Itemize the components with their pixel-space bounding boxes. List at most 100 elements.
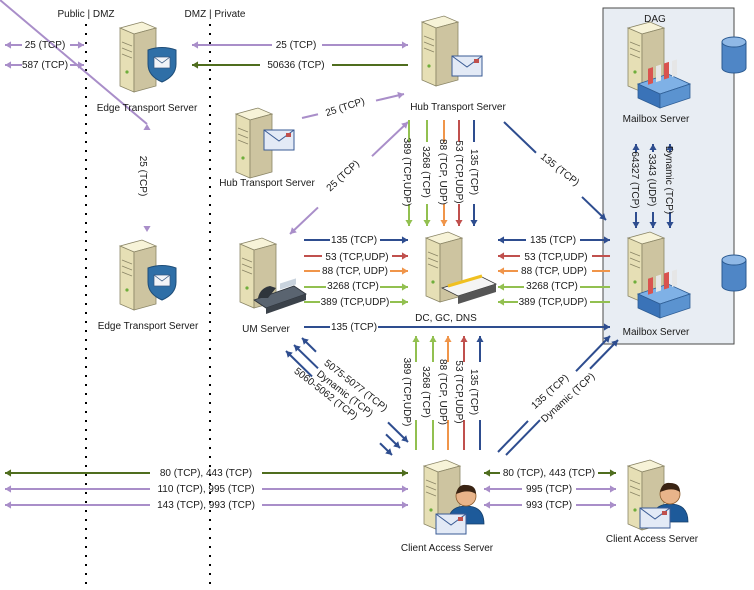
- arrow-head: [599, 213, 606, 220]
- database-icon: [721, 254, 747, 292]
- connection-line: [505, 419, 541, 456]
- connection-arrows: [0, 0, 674, 509]
- arrow-head: [143, 124, 151, 131]
- port-label: 25 (TCP): [324, 96, 366, 119]
- port-label: 25 (TCP): [325, 158, 362, 194]
- arrow-head: [405, 219, 413, 226]
- arrow-head: [460, 336, 468, 343]
- arrow-head: [385, 448, 392, 455]
- arrow-head: [401, 122, 408, 129]
- connection-line: [589, 339, 619, 370]
- port-label: 135 (TCP): [331, 322, 377, 333]
- arrow-head: [5, 501, 12, 509]
- arrow-head: [401, 298, 408, 306]
- client-access-server: [423, 459, 485, 535]
- arrow-head: [444, 336, 452, 343]
- port-label: 143 (TCP), 993 (TCP): [157, 500, 255, 511]
- arrow-head: [440, 219, 448, 226]
- arrow-head: [609, 469, 616, 477]
- dag-label: DAG: [644, 14, 666, 25]
- port-label: 88 (TCP, UDP): [437, 359, 448, 425]
- connection-line: [0, 0, 148, 125]
- port-label: 53 (TCP,UDP): [325, 252, 388, 263]
- connection-line: [497, 420, 529, 453]
- arrow-head: [393, 441, 400, 448]
- client-access-server-right-label: Client Access Server: [606, 534, 699, 545]
- arrow-head: [666, 144, 674, 151]
- port-label: 53 (TCP,UDP): [453, 360, 464, 423]
- connection-line: [575, 335, 611, 372]
- arrow-head: [5, 485, 12, 493]
- port-label: 3268 (TCP): [526, 281, 578, 292]
- arrow-head: [77, 41, 84, 49]
- arrow-head: [632, 221, 640, 228]
- port-label: 135 (TCP): [331, 235, 377, 246]
- arrow-head: [603, 323, 610, 331]
- arrow-head: [649, 144, 657, 151]
- port-label: 389 (TCP,UDP): [519, 297, 588, 308]
- port-label: 135 (TCP): [468, 369, 479, 415]
- port-label: 3268 (TCP): [420, 366, 431, 418]
- hub-transport-server-left-label: Hub Transport Server: [219, 178, 315, 189]
- mailbox-server-2-label: Mailbox Server: [623, 327, 690, 338]
- arrow-head: [423, 219, 431, 226]
- arrow-head: [401, 469, 408, 477]
- arrow-head: [143, 225, 151, 232]
- dc-gc-dns-server: [425, 231, 498, 306]
- zone-label-dmz-private: DMZ | Private: [185, 9, 246, 20]
- port-label: Dynamic (TCP): [663, 146, 674, 214]
- arrow-head: [666, 221, 674, 228]
- port-label: 3343 (UDP): [646, 154, 657, 207]
- arrow-head: [5, 41, 12, 49]
- arrow-head: [294, 345, 301, 352]
- port-label: 25 (TCP): [25, 40, 66, 51]
- arrow-head: [192, 41, 199, 49]
- arrow-head: [498, 267, 505, 275]
- port-label: 88 (TCP, UDP): [437, 139, 448, 205]
- port-label: 110 (TCP), 995 (TCP): [157, 484, 254, 495]
- connection-line: [503, 121, 537, 154]
- arrow-head: [401, 267, 408, 275]
- edge-transport-server-1: [119, 21, 177, 93]
- port-label: 53 (TCP,UDP): [524, 252, 587, 263]
- port-label: 3268 (TCP): [327, 281, 379, 292]
- port-label: 88 (TCP, UDP): [521, 266, 587, 277]
- arrow-head: [470, 219, 478, 226]
- port-label: 25 (TCP): [137, 156, 148, 197]
- um-server: [239, 237, 307, 315]
- hub-transport-server-top-label: Hub Transport Server: [410, 102, 506, 113]
- arrow-head: [5, 61, 12, 69]
- arrow-head: [401, 485, 408, 493]
- envelope-icon: [451, 55, 483, 77]
- port-label: 389 (TCP,UDP): [401, 138, 412, 207]
- arrow-head: [484, 469, 491, 477]
- arrow-head: [302, 338, 309, 345]
- port-label: 995 (TCP): [526, 484, 572, 495]
- edge-transport-server-2-label: Edge Transport Server: [98, 321, 199, 332]
- arrow-head: [290, 227, 297, 234]
- arrow-head: [455, 219, 463, 226]
- port-label: 135 (TCP): [538, 151, 581, 188]
- port-label: 135 (TCP): [530, 235, 576, 246]
- arrow-head: [498, 236, 505, 244]
- arrow-head: [498, 298, 505, 306]
- arrow-head: [401, 236, 408, 244]
- mailbox-server-1-label: Mailbox Server: [623, 114, 690, 125]
- arrow-head: [609, 501, 616, 509]
- arrow-head: [401, 252, 408, 260]
- arrow-head: [498, 252, 505, 260]
- arrow-head: [401, 435, 408, 442]
- arrow-head: [484, 485, 491, 493]
- port-label: 25 (TCP): [276, 40, 317, 51]
- arrow-head: [401, 283, 408, 291]
- port-label: 64327 (TCP): [629, 151, 640, 208]
- arrow-head: [401, 501, 408, 509]
- connection-line: [371, 121, 409, 157]
- arrow-head: [192, 61, 199, 69]
- arrow-head: [611, 340, 618, 347]
- port-label: 53 (TCP,UDP): [453, 140, 464, 203]
- arrow-head: [286, 351, 293, 358]
- um-server-label: UM Server: [242, 324, 290, 335]
- connection-line: [285, 350, 313, 378]
- database-icon: [721, 36, 747, 74]
